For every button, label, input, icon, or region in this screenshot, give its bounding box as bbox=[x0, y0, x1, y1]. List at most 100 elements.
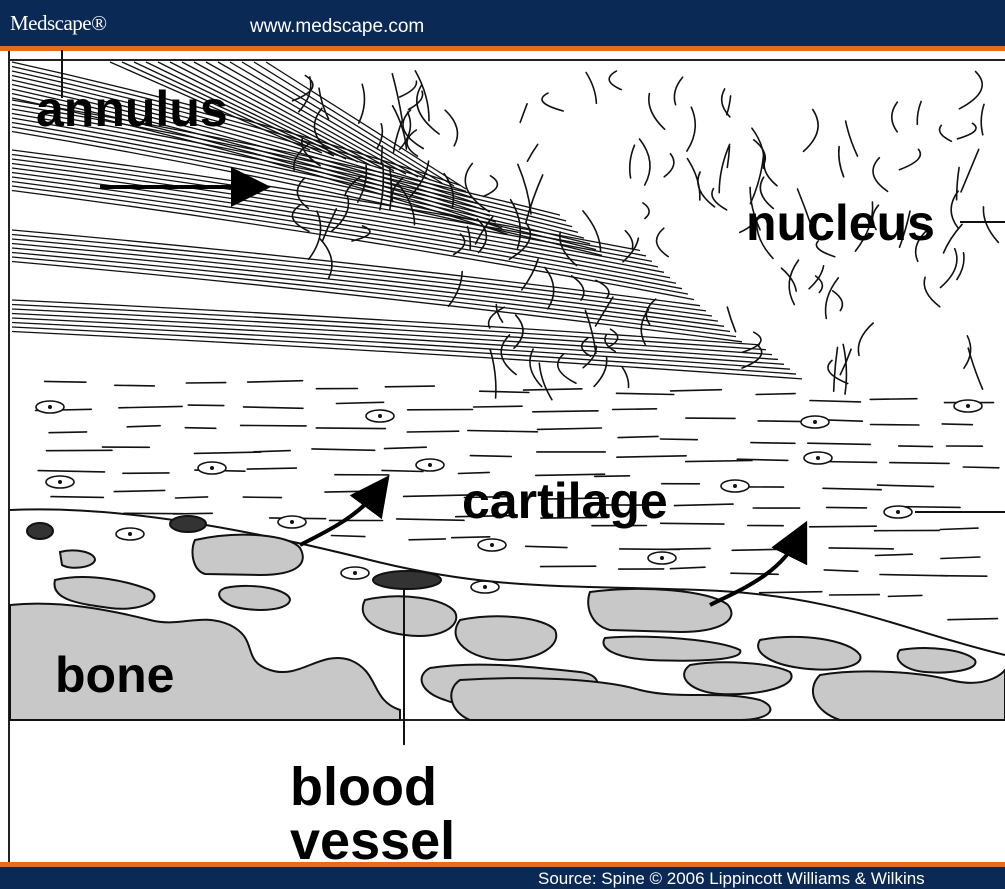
nucleus-fiber bbox=[834, 347, 838, 391]
cartilage-fiber bbox=[940, 576, 987, 577]
nucleus-fiber bbox=[445, 110, 457, 146]
cartilage-fiber bbox=[194, 452, 260, 453]
cartilage-fiber bbox=[316, 428, 385, 429]
source-credit: Source: Spine © 2006 Lippincott Williams… bbox=[538, 869, 925, 889]
cartilage-fiber bbox=[732, 549, 793, 550]
cartilage-fiber bbox=[617, 456, 686, 457]
nucleus-fiber bbox=[983, 207, 998, 243]
cartilage-fiber bbox=[524, 389, 582, 390]
cartilage-fiber bbox=[49, 432, 87, 433]
bone-trabecula bbox=[758, 637, 860, 670]
nucleus-fiber bbox=[641, 310, 648, 345]
bone-trabecula bbox=[60, 550, 95, 567]
nucleus-fiber bbox=[924, 277, 940, 307]
nucleus-fiber bbox=[727, 307, 735, 332]
label-cartilage: cartilage bbox=[462, 476, 668, 526]
cell-nucleus-dot bbox=[733, 484, 737, 488]
bone-trabecula bbox=[588, 589, 731, 632]
nucleus-fiber bbox=[958, 123, 977, 139]
cartilage-fiber bbox=[404, 495, 471, 497]
nucleus-fiber bbox=[539, 363, 552, 400]
nucleus-fiber bbox=[892, 102, 898, 132]
nucleus-fiber bbox=[359, 84, 365, 123]
cartilage-fiber bbox=[810, 401, 861, 402]
cartilage-fiber bbox=[119, 406, 182, 407]
cell-nucleus-dot bbox=[483, 585, 487, 589]
label-blood-vessel-line2: vessel bbox=[290, 814, 455, 868]
blood-vessel bbox=[373, 571, 441, 589]
cartilage-fiber bbox=[176, 497, 208, 498]
cartilage-fiber bbox=[474, 406, 522, 407]
cartilage-fiber bbox=[397, 519, 464, 520]
cartilage-fiber bbox=[243, 497, 281, 498]
nucleus-fiber bbox=[826, 278, 839, 319]
cartilage-fiber bbox=[875, 554, 912, 555]
nucleus-fiber bbox=[409, 91, 423, 109]
annulus-fiber bbox=[12, 164, 658, 267]
cartilage-fiber bbox=[312, 449, 375, 450]
cartilage-fiber bbox=[674, 504, 733, 506]
cartilage-fiber bbox=[470, 456, 511, 457]
cartilage-fiber bbox=[452, 537, 490, 538]
nucleus-fiber bbox=[719, 144, 729, 192]
cartilage-fiber bbox=[254, 451, 290, 452]
cartilage-fiber bbox=[661, 439, 698, 440]
cell-nucleus-dot bbox=[490, 543, 494, 547]
nucleus-fiber bbox=[309, 211, 321, 259]
nucleus-fiber bbox=[833, 291, 843, 311]
nucleus-fiber bbox=[846, 121, 858, 156]
cartilage-fiber bbox=[942, 424, 972, 425]
cartilage-fiber bbox=[823, 488, 881, 489]
cartilage-fiber bbox=[661, 548, 710, 549]
cartilage-fiber bbox=[325, 491, 376, 492]
cell-nucleus-dot bbox=[353, 571, 357, 575]
nucleus-fiber bbox=[981, 104, 984, 134]
cartilage-fiber bbox=[533, 411, 598, 412]
cartilage-fiber bbox=[870, 399, 917, 400]
bone-trabecula bbox=[219, 586, 290, 610]
cartilage-fiber bbox=[336, 402, 383, 403]
cartilage-fiber bbox=[671, 390, 722, 391]
cartilage-fiber bbox=[188, 405, 224, 406]
cell-nucleus-dot bbox=[290, 520, 294, 524]
cartilage-fiber bbox=[114, 490, 165, 491]
cartilage-fiber bbox=[244, 407, 303, 408]
bone-trabecula bbox=[363, 596, 457, 636]
nucleus-fiber bbox=[941, 249, 957, 288]
cartilage-fiber bbox=[899, 446, 933, 447]
cartilage-fiber bbox=[941, 557, 980, 559]
cartilage-fiber bbox=[407, 431, 458, 432]
nucleus-fiber bbox=[664, 154, 674, 177]
nucleus-fiber bbox=[520, 104, 527, 123]
nucleus-fiber bbox=[483, 176, 497, 197]
nucleus-fiber bbox=[649, 94, 665, 130]
cartilage-fiber bbox=[810, 526, 877, 527]
cartilage-fiber bbox=[409, 539, 445, 540]
nucleus-fiber bbox=[873, 158, 888, 192]
nucleus-fiber bbox=[959, 72, 982, 109]
cell-nucleus-dot bbox=[660, 556, 664, 560]
cartilage-fiber bbox=[940, 528, 978, 529]
cartilage-fiber bbox=[51, 497, 103, 498]
blood-vessel bbox=[170, 516, 206, 532]
nucleus-fiber bbox=[320, 239, 332, 278]
cartilage-fiber bbox=[963, 467, 999, 468]
bone-trabecula bbox=[684, 662, 791, 694]
nucleus-fiber bbox=[804, 110, 819, 152]
cartilage-fiber bbox=[173, 513, 212, 514]
label-blood-vessel-line1: blood bbox=[290, 760, 455, 814]
cell-nucleus-dot bbox=[58, 480, 62, 484]
bone-trabecula bbox=[456, 616, 557, 660]
cartilage-fiber bbox=[613, 409, 657, 410]
cartilage-fiber bbox=[731, 573, 778, 574]
nucleus-fiber bbox=[940, 125, 952, 141]
nucleus-fiber bbox=[657, 228, 669, 256]
nucleus-fiber bbox=[961, 149, 979, 192]
cartilage-fiber bbox=[829, 548, 893, 549]
cartilage-fiber bbox=[661, 523, 724, 524]
cartilage-fiber bbox=[760, 592, 822, 593]
nucleus-fiber bbox=[622, 367, 628, 387]
annulus-fiber bbox=[254, 62, 454, 186]
cartilage-fiber bbox=[686, 461, 752, 462]
nucleus-fiber bbox=[944, 224, 963, 253]
